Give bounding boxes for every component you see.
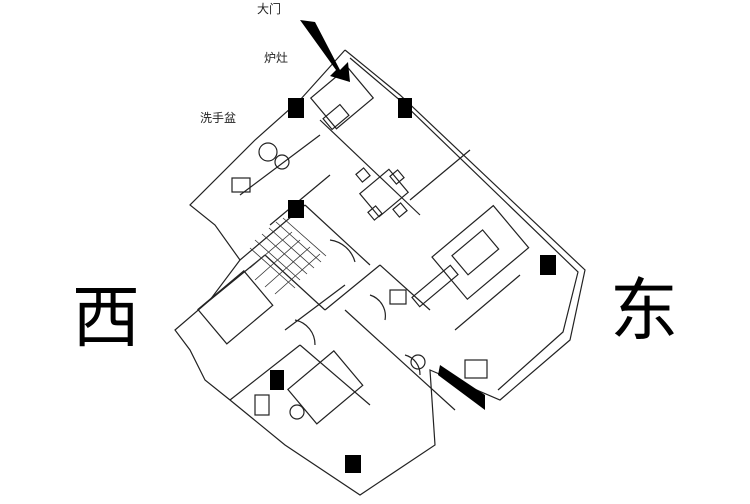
column [398,98,412,118]
bath-fixture [389,289,407,305]
partition-wall [229,344,301,401]
dining-chair [355,167,371,183]
partition-wall [319,119,421,216]
entrance-arrow [300,20,350,82]
door-swing [369,294,386,321]
partition-wall [239,134,321,196]
dining-chair [367,205,383,221]
inner-wall-line [349,57,579,391]
column [270,370,284,390]
column [288,200,304,218]
stove-unit [322,103,350,131]
wash-basin-label: 洗手盆 [200,111,237,125]
coffee-table [451,229,500,276]
sofa [431,204,530,301]
bed [197,270,274,345]
column [540,255,556,275]
column [345,455,361,473]
partition-wall [344,309,456,411]
dining-chair [392,202,408,218]
partition-wall [284,284,346,331]
toilet [289,404,305,420]
dining-table [358,168,410,218]
bathroom-fixture [231,177,251,193]
dining-chair [389,169,405,185]
partition-wall [324,264,381,311]
tv-cabinet [411,264,459,308]
closet-hatch [249,217,327,295]
west-label: 西 [72,279,141,358]
door-swing [329,239,356,263]
bed [287,350,364,425]
bath-fixture [464,359,488,379]
toilet [410,354,426,370]
stove-label: 炉灶 [264,51,289,65]
partition-wall [299,344,371,406]
column [288,98,304,118]
bath-fixture [254,394,270,416]
outer-wall [174,49,586,496]
wash-basin [258,142,278,162]
partition-wall [304,204,371,266]
partition-wall [379,264,431,311]
partition-wall [264,254,326,311]
partition-wall [454,274,521,331]
partition-wall [409,149,471,201]
main-door-label: 大门 [257,2,282,16]
east-label: 东 [610,272,679,351]
door-swing [294,319,316,346]
door-swing [404,354,421,376]
column [438,365,485,410]
wash-basin-2 [274,154,290,170]
kitchen-counter [309,66,375,130]
